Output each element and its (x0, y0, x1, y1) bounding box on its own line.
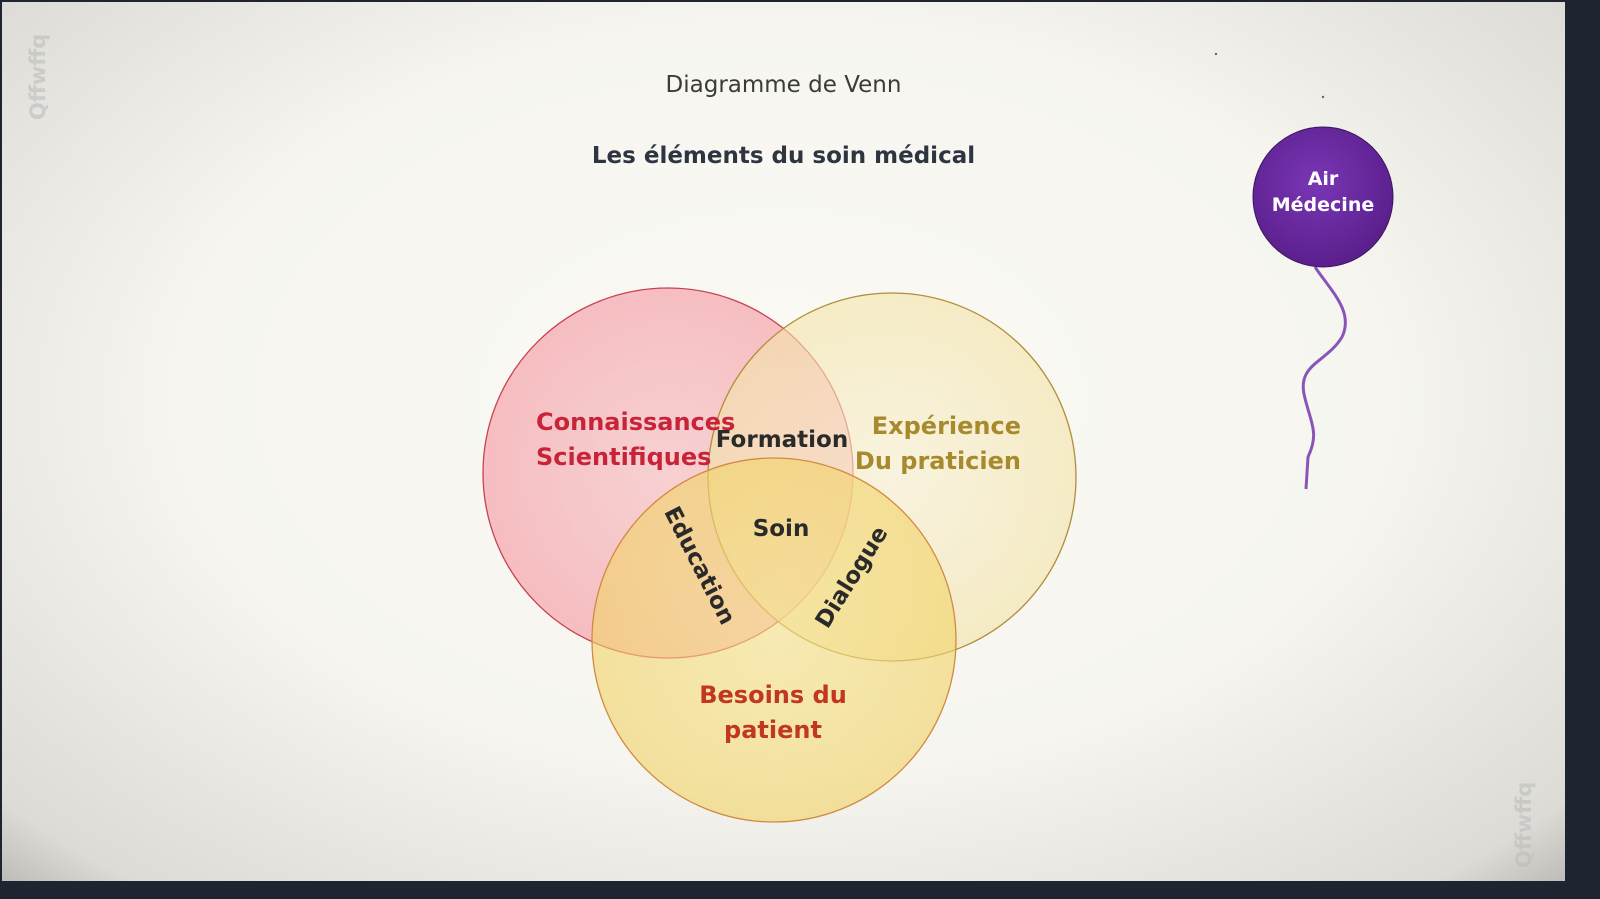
slide: Diagramme de Venn Les éléments du soin m… (2, 2, 1565, 881)
label-connaissances-line1: Connaissances (536, 408, 735, 436)
balloon-string (1301, 266, 1347, 490)
label-connaissances-line2: Scientifiques (536, 443, 711, 471)
diagram-subtitle: Les éléments du soin médical (591, 143, 976, 169)
label-formation: Formation (716, 427, 848, 453)
venn-diagram: Connaissances Scientifiques Expérience D… (482, 52, 1394, 823)
badge-line2: Médecine (1272, 194, 1374, 216)
circle-besoins (591, 457, 957, 823)
label-besoins-line2: patient (724, 716, 822, 744)
speck (1321, 95, 1325, 99)
speck (1214, 52, 1218, 56)
label-experience-line2: Du praticien (855, 447, 1021, 475)
label-soin: Soin (753, 516, 810, 542)
diagram-title: Diagramme de Venn (665, 72, 902, 98)
label-besoins-line1: Besoins du (699, 681, 847, 709)
balloon-badge (1252, 126, 1394, 268)
label-experience-line1: Expérience (872, 412, 1021, 440)
badge-line1: Air (1308, 168, 1339, 190)
